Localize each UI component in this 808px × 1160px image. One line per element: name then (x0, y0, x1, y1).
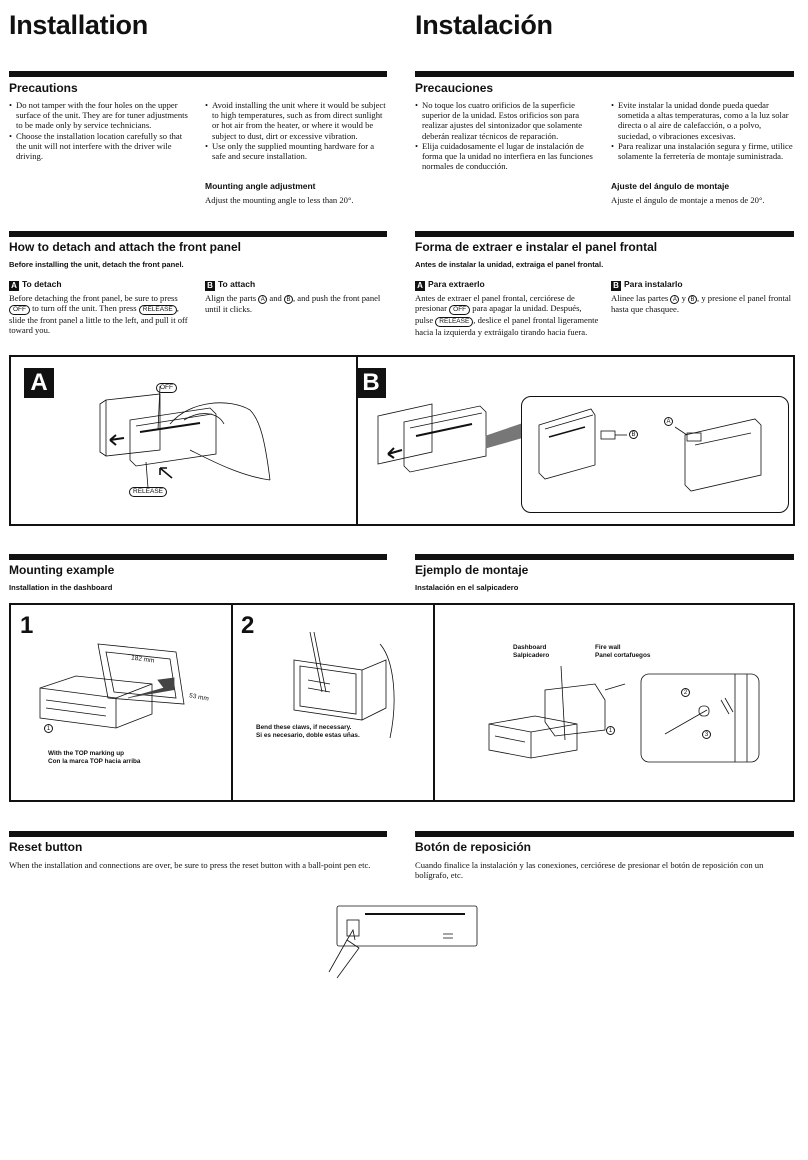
letter-a-icon: A (9, 281, 19, 291)
off-key: OFF (9, 305, 30, 316)
section-bar (9, 831, 387, 837)
list-item: Para realizar una instalación segura y f… (611, 141, 795, 161)
section-bar (415, 231, 794, 237)
part-b-icon: B (283, 295, 293, 304)
list-item: Do not tamper with the four holes on the… (9, 100, 192, 131)
part-a-icon: A (258, 295, 268, 304)
angle-text-es: Ajuste el ángulo de montaje a menos de 2… (611, 195, 765, 205)
mounting-sub-es: Instalación en el salpicadero (415, 583, 519, 592)
claws-illustration (293, 631, 395, 739)
mounting-heading-es: Ejemplo de montaje (415, 563, 529, 577)
release-key: RELEASE (138, 305, 177, 316)
figure-panel-box (9, 355, 795, 526)
list-item: Choose the installation location careful… (9, 131, 192, 162)
part-b-marker: B (629, 430, 638, 439)
figure-mounting-box (9, 603, 795, 802)
section-bar (9, 554, 387, 560)
figure-divider (433, 605, 435, 800)
detach-text-en: Before detaching the front panel, be sur… (9, 293, 188, 336)
off-key: OFF (449, 305, 471, 316)
section-bar (9, 231, 387, 237)
detach-illustration (99, 385, 271, 489)
attach-illustration (377, 403, 522, 473)
angle-heading-es: Ajuste del ángulo de montaje (611, 181, 730, 191)
page-title-es: Instalación (415, 10, 553, 40)
mounting-heading-en: Mounting example (9, 563, 115, 577)
panel-heading-es: Forma de extraer e instalar el panel fro… (415, 240, 658, 254)
release-key: RELEASE (435, 317, 474, 328)
off-label: OFF (156, 383, 177, 393)
reset-text-es: Cuando finalice la instalación y las con… (415, 860, 764, 881)
precautions-heading-es: Precauciones (415, 81, 494, 95)
detach-text-es: Antes de extraer el panel frontal, cerci… (415, 293, 599, 338)
part-b-icon: B (688, 295, 698, 304)
panel-sub-es: Antes de instalar la unidad, extraiga el… (415, 260, 604, 269)
figure-divider (356, 357, 358, 524)
figure-b-label: B (356, 368, 386, 398)
list-item: Use only the supplied mounting hardware … (205, 141, 388, 161)
mounting-sub-en: Installation in the dashboard (9, 583, 113, 592)
figure-divider (231, 605, 233, 800)
panel-heading-en: How to detach and attach the front panel (9, 240, 242, 254)
precautions-left-es: No toque los cuatro orificios de la supe… (415, 100, 599, 171)
reset-heading-es: Botón de reposición (415, 840, 532, 854)
list-item: Evite instalar la unidad donde pueda que… (611, 100, 795, 141)
angle-text-en: Adjust the mounting angle to less than 2… (205, 195, 354, 205)
section-bar (9, 71, 387, 77)
item-3-marker: 3 (702, 730, 711, 739)
part-a-marker: A (664, 417, 673, 426)
sleeve-illustration (39, 643, 185, 729)
item-1-marker: 1 (606, 726, 615, 735)
part-a-icon: A (670, 295, 680, 304)
precautions-right-es: Evite instalar la unidad donde pueda que… (611, 100, 795, 161)
item-1-marker: 1 (44, 724, 53, 733)
reset-text-en: When the installation and connections ar… (9, 860, 371, 870)
letter-b-icon: B (611, 281, 621, 291)
list-item: No toque los cuatro orificios de la supe… (415, 100, 599, 141)
step-1-label: 1 (20, 612, 34, 639)
attach-text-en: Align the parts A and B, and push the fr… (205, 293, 381, 314)
precautions-left-en: Do not tamper with the four holes on the… (9, 100, 192, 161)
panel-sub-en: Before installing the unit, detach the f… (9, 260, 184, 269)
precautions-heading-en: Precautions (9, 81, 78, 95)
attach-zoom-box (521, 396, 789, 513)
letter-b-icon: B (205, 281, 215, 291)
dashboard-illustration (488, 665, 760, 763)
figure-a-label: A (24, 368, 54, 398)
release-label: RELEASE (129, 487, 167, 497)
angle-heading-en: Mounting angle adjustment (205, 181, 316, 191)
attach-zoom-illustration (538, 408, 762, 492)
item-2-marker: 2 (681, 688, 690, 697)
reset-illustration (328, 905, 478, 979)
precautions-right-en: Avoid installing the unit where it would… (205, 100, 388, 161)
claws-caption: Bend these claws, if necessary.Si es nec… (256, 724, 360, 739)
list-item: Elija cuidadosamente el lugar de instala… (415, 141, 599, 172)
page-title-en: Installation (9, 10, 148, 40)
section-bar (415, 71, 794, 77)
list-item: Avoid installing the unit where it would… (205, 100, 388, 141)
section-bar (415, 554, 794, 560)
letter-a-icon: A (415, 281, 425, 291)
attach-text-es: Alinee las partes A y B, y presione el p… (611, 293, 792, 314)
section-bar (415, 831, 794, 837)
reset-heading-en: Reset button (9, 840, 83, 854)
step-2-label: 2 (241, 612, 255, 639)
